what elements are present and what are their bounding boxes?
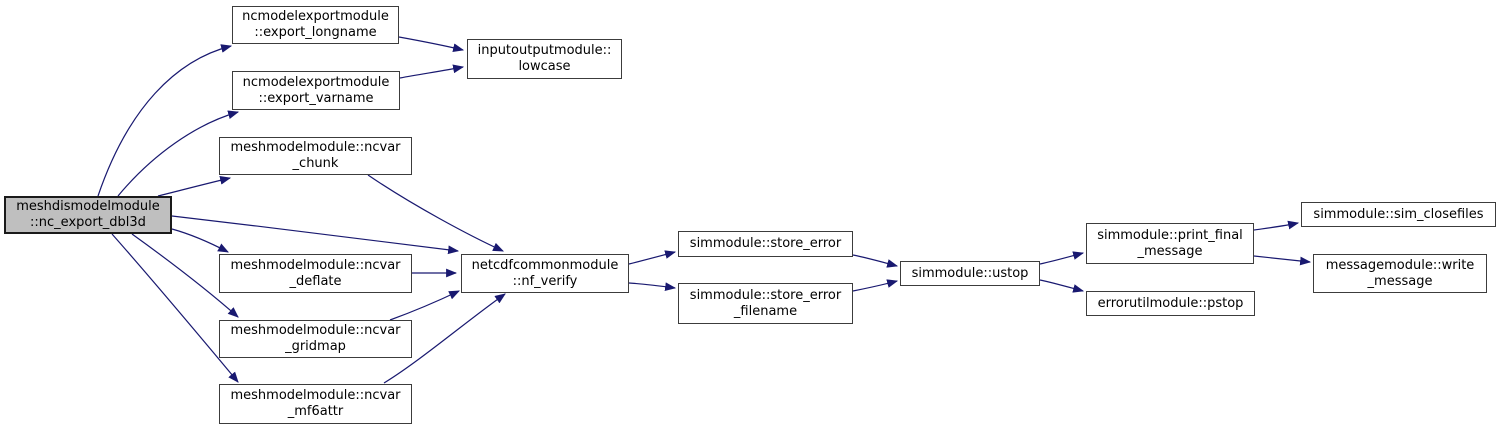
- node-nc_export_dbl3d[interactable]: meshdismodelmodule ::nc_export_dbl3d: [4, 196, 172, 234]
- node-label: meshmodelmodule::ncvar _mf6attr: [230, 388, 401, 419]
- edge-export_varname-lowcase: [399, 64, 465, 79]
- edge-nc_export_dbl3d-ncvar_chunk: [157, 176, 232, 197]
- edge-store_error-ustop: [852, 254, 899, 268]
- node-ustop[interactable]: simmodule::ustop: [900, 261, 1040, 286]
- node-label: simmodule::ustop: [911, 265, 1029, 281]
- node-label: ncmodelexportmodule ::export_varname: [242, 74, 390, 106]
- node-nf_verify[interactable]: netcdfcommonmodule ::nf_verify: [461, 254, 629, 293]
- node-label: netcdfcommonmodule ::nf_verify: [471, 257, 619, 289]
- edge-ustop-print_final_message: [1039, 251, 1085, 265]
- node-label: ncmodelexportmodule ::export_longname: [242, 9, 389, 40]
- edge-ncvar_chunk-nf_verify: [367, 174, 505, 252]
- node-store_error_filename[interactable]: simmodule::store_error _filename: [678, 283, 853, 324]
- node-sim_closefiles[interactable]: simmodule::sim_closefiles: [1301, 202, 1496, 227]
- node-pstop[interactable]: errorutilmodule::pstop: [1086, 291, 1255, 316]
- node-print_final_message[interactable]: simmodule::print_final _message: [1086, 223, 1254, 264]
- edge-store_error_filename-ustop: [852, 279, 899, 292]
- node-label: simmodule::print_final _message: [1097, 227, 1243, 259]
- edge-ustop-pstop: [1039, 279, 1085, 293]
- node-label: simmodule::store_error: [689, 236, 842, 251]
- node-label: meshmodelmodule::ncvar _deflate: [230, 257, 401, 289]
- node-label: meshmodelmodule::ncvar _chunk: [230, 140, 401, 171]
- node-store_error[interactable]: simmodule::store_error: [678, 231, 853, 257]
- edge-nc_export_dbl3d-export_longname: [97, 44, 233, 197]
- edge-nf_verify-store_error: [628, 250, 677, 265]
- node-label: simmodule::sim_closefiles: [1313, 206, 1484, 222]
- edge-nc_export_dbl3d-ncvar_gridmap: [131, 233, 239, 318]
- node-ncvar_mf6attr[interactable]: meshmodelmodule::ncvar _mf6attr: [219, 384, 412, 424]
- edge-nc_export_dbl3d-ncvar_mf6attr: [111, 233, 239, 383]
- node-label: inputoutputmodule:: lowcase: [477, 43, 612, 74]
- node-label: simmodule::store_error _filename: [689, 287, 842, 319]
- edge-ncvar_gridmap-nf_verify: [389, 290, 460, 321]
- node-export_varname[interactable]: ncmodelexportmodule ::export_varname: [232, 71, 400, 110]
- node-label: meshdismodelmodule ::nc_export_dbl3d: [16, 199, 160, 230]
- edge-export_longname-lowcase: [398, 36, 465, 52]
- edge-nc_export_dbl3d-export_varname: [117, 110, 240, 197]
- node-label: errorutilmodule::pstop: [1097, 295, 1244, 311]
- node-ncvar_deflate[interactable]: meshmodelmodule::ncvar _deflate: [219, 254, 412, 293]
- edge-nc_export_dbl3d-nf_verify: [171, 215, 460, 255]
- edge-print_final_message-write_message: [1253, 255, 1312, 266]
- node-lowcase[interactable]: inputoutputmodule:: lowcase: [467, 39, 622, 79]
- node-ncvar_gridmap[interactable]: meshmodelmodule::ncvar _gridmap: [219, 320, 412, 358]
- edge-print_final_message-sim_closefiles: [1253, 220, 1300, 231]
- node-label: meshmodelmodule::ncvar _gridmap: [230, 323, 401, 354]
- node-export_longname[interactable]: ncmodelexportmodule ::export_longname: [232, 6, 399, 44]
- edge-nc_export_dbl3d-ncvar_deflate: [171, 228, 229, 253]
- edge-nf_verify-store_error_filename: [628, 282, 677, 292]
- node-ncvar_chunk[interactable]: meshmodelmodule::ncvar _chunk: [219, 137, 412, 175]
- edge-ncvar_mf6attr-nf_verify: [383, 293, 506, 384]
- node-write_message[interactable]: messagemodule::write _message: [1313, 254, 1487, 293]
- node-label: messagemodule::write _message: [1325, 257, 1475, 289]
